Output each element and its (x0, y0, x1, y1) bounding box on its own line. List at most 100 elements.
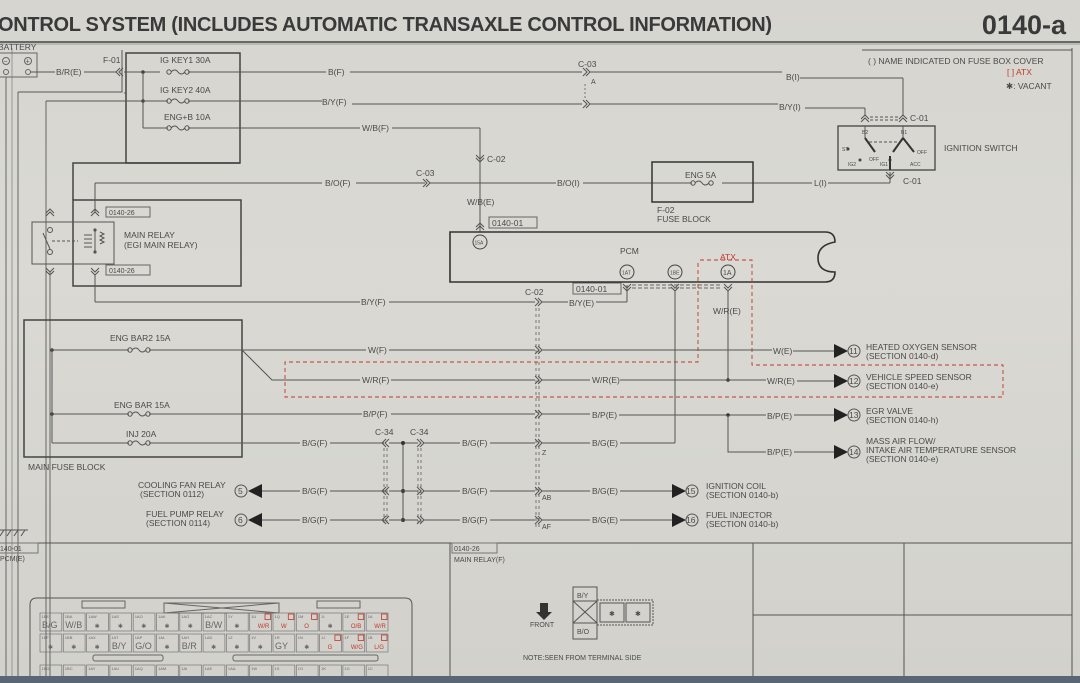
svg-text:+: + (26, 59, 30, 66)
svg-text:ENG BAR 15A: ENG BAR 15A (114, 400, 170, 410)
svg-text:F-01: F-01 (103, 55, 121, 65)
pcm-pin-number: 1BE (42, 614, 50, 619)
pcm-pin-number: 1C (368, 666, 373, 671)
pcm-pin-number: 1AQ (135, 666, 143, 671)
pcm-pin-cell: 1AE (202, 664, 226, 683)
pcm-pin-wire: ✱ (165, 623, 170, 630)
main-relay-connector-view: 0140-26 MAIN RELAY(F) B/Y B/O ✱ ✱ FRONT … (451, 542, 654, 662)
pcm-pin-number: 1AM (158, 666, 166, 671)
svg-text:(SECTION 0140-h): (SECTION 0140-h) (866, 415, 938, 425)
pcm-pin-number: 1AE (205, 666, 213, 671)
svg-text:C-01: C-01 (910, 113, 929, 123)
pcm-pin-cell: 1W (249, 664, 272, 683)
svg-text:IGNITION SWITCH: IGNITION SWITCH (944, 143, 1018, 153)
svg-text:IG KEY1 30A: IG KEY1 30A (160, 55, 211, 65)
svg-text:B/G(F): B/G(F) (302, 486, 328, 496)
svg-text:B/Y: B/Y (577, 593, 589, 600)
pcm-pin-wire: G (328, 645, 333, 651)
pcm-pin-wire: ✱ (188, 623, 193, 630)
svg-text:1A: 1A (723, 270, 732, 277)
front-arrow-icon (536, 603, 552, 620)
svg-text:ENG BAR2 15A: ENG BAR2 15A (110, 333, 171, 343)
svg-text:B/Y(I): B/Y(I) (779, 102, 801, 112)
atx-pin-marker-icon (357, 613, 365, 620)
atx-pin-marker-icon (287, 613, 295, 620)
svg-text:ATX: ATX (720, 252, 736, 262)
svg-text:W/B(F): W/B(F) (362, 123, 389, 133)
pcm-pin-cell: 1FW/G (342, 633, 366, 653)
pcm-pin-number: 1AY (88, 666, 96, 671)
pcm-pin-number: 1N (298, 635, 303, 640)
output-heated-oxygen-sensor: 11 HEATED OXYGEN SENSOR (SECTION 0140-d) (834, 342, 977, 361)
battery: BATTERY − + (0, 42, 38, 78)
output-vehicle-speed-sensor: 12 VEHICLE SPEED SENSOR (SECTION 0140-e) (834, 372, 972, 391)
svg-text:EGR VALVE: EGR VALVE (866, 406, 913, 416)
pcm-module: PCM 15A 1AT 1BE 1A (449, 231, 836, 283)
input-fuel-pump-relay: FUEL PUMP RELAY (SECTION 0114) 6 (146, 509, 262, 528)
svg-text:PCM: PCM (620, 246, 639, 256)
svg-text:14: 14 (849, 447, 859, 457)
svg-text:IGNITION COIL: IGNITION COIL (706, 481, 766, 491)
pcm-pin-cell: 1Z✱ (226, 633, 249, 653)
svg-text:AF: AF (542, 524, 551, 531)
pcm-pin-number: 1BF (42, 635, 50, 640)
main-relay (31, 221, 115, 265)
ground-icon (0, 529, 28, 537)
fuse-inj-icon (127, 440, 151, 446)
ignition-switch: C-01 B2 B1 ST IG2 IG1 ACC OFF OFF IGNITI… (837, 113, 1018, 171)
pcm-pin-cell: 1AW/R (365, 612, 389, 632)
svg-text:B/G(F): B/G(F) (462, 515, 488, 525)
pcm-pin-number: 1K (321, 666, 326, 671)
pcm-pin-number: 1I (321, 614, 324, 619)
svg-text:C-02: C-02 (487, 154, 506, 164)
atx-pin-marker-icon (357, 634, 365, 641)
svg-text:C-01: C-01 (903, 176, 922, 186)
pcm-pin-cell: 1N✱ (295, 633, 319, 653)
pcm-pin-number: 1AP (135, 635, 143, 640)
fuse-igkey2-icon (166, 98, 190, 104)
pcm-pin-number: 1AT (111, 635, 119, 640)
svg-text:B/P(E): B/P(E) (592, 410, 617, 420)
pcm-pin-number: 1U (251, 614, 256, 619)
pcm-pin-wire: W/R (374, 624, 386, 630)
output-fuel-injector: 16 FUEL INJECTOR (SECTION 0140-b) (672, 510, 778, 529)
svg-text:B/Y(F): B/Y(F) (322, 97, 347, 107)
svg-text:BATTERY: BATTERY (0, 42, 37, 52)
svg-text:B/G(F): B/G(F) (462, 486, 488, 496)
pcm-pin-cell: 1BF ✱ (39, 633, 63, 653)
legend-atx-note: [ ] ATX (1007, 67, 1032, 77)
svg-text:B/G(F): B/G(F) (302, 515, 328, 525)
svg-text:1BE: 1BE (670, 271, 680, 277)
legend-name-note: ( ) NAME INDICATED ON FUSE BOX COVER (868, 56, 1044, 66)
svg-text:L(I): L(I) (814, 178, 827, 188)
pcm-pin-cell: 1UW/R (249, 612, 272, 632)
svg-text:AB: AB (542, 495, 552, 502)
pcm-pin-number: 1AW (88, 614, 97, 619)
svg-text:B/P(E): B/P(E) (767, 411, 792, 421)
pcm-pin-number: 1AC (205, 614, 213, 619)
svg-text:B/O: B/O (577, 629, 590, 636)
pcm-pin-number: 1E (344, 614, 349, 619)
svg-text:(SECTION 0140-d): (SECTION 0140-d) (866, 351, 938, 361)
screen-bezel (0, 676, 1080, 683)
svg-text:B/O(F): B/O(F) (325, 178, 351, 188)
pcm-pin-number: 1AO (135, 614, 143, 619)
pcm-pin-number: 1B (368, 635, 373, 640)
svg-text:13: 13 (849, 410, 859, 420)
pcm-pin-number: 1AK (158, 614, 166, 619)
fuse-eng5a-icon (690, 180, 714, 186)
pcm-pin-wire: L/G (374, 645, 384, 651)
svg-text:B/O(I): B/O(I) (557, 178, 580, 188)
pcm-connector-view: 1BEB/G1BAW/B1AW✱1AS✱1AO✱1AK✱1AG✱1ACB/W1Y… (29, 597, 413, 683)
pcm-pin-number: 1AD (205, 635, 213, 640)
pcm-pin-wire: ✱ (48, 644, 53, 651)
legend-vacant-note: ✱: VACANT (1006, 81, 1052, 91)
pcm-pin-wire: ✱ (95, 644, 100, 651)
svg-text:6: 6 (238, 515, 243, 525)
svg-text:B/P(E): B/P(E) (767, 447, 792, 457)
pcm-pin-number: 1G (344, 666, 349, 671)
pcm-pin-number: 1V (251, 635, 256, 640)
svg-text:ACC: ACC (910, 162, 921, 168)
svg-text:VEHICLE SPEED SENSOR: VEHICLE SPEED SENSOR (866, 372, 972, 382)
